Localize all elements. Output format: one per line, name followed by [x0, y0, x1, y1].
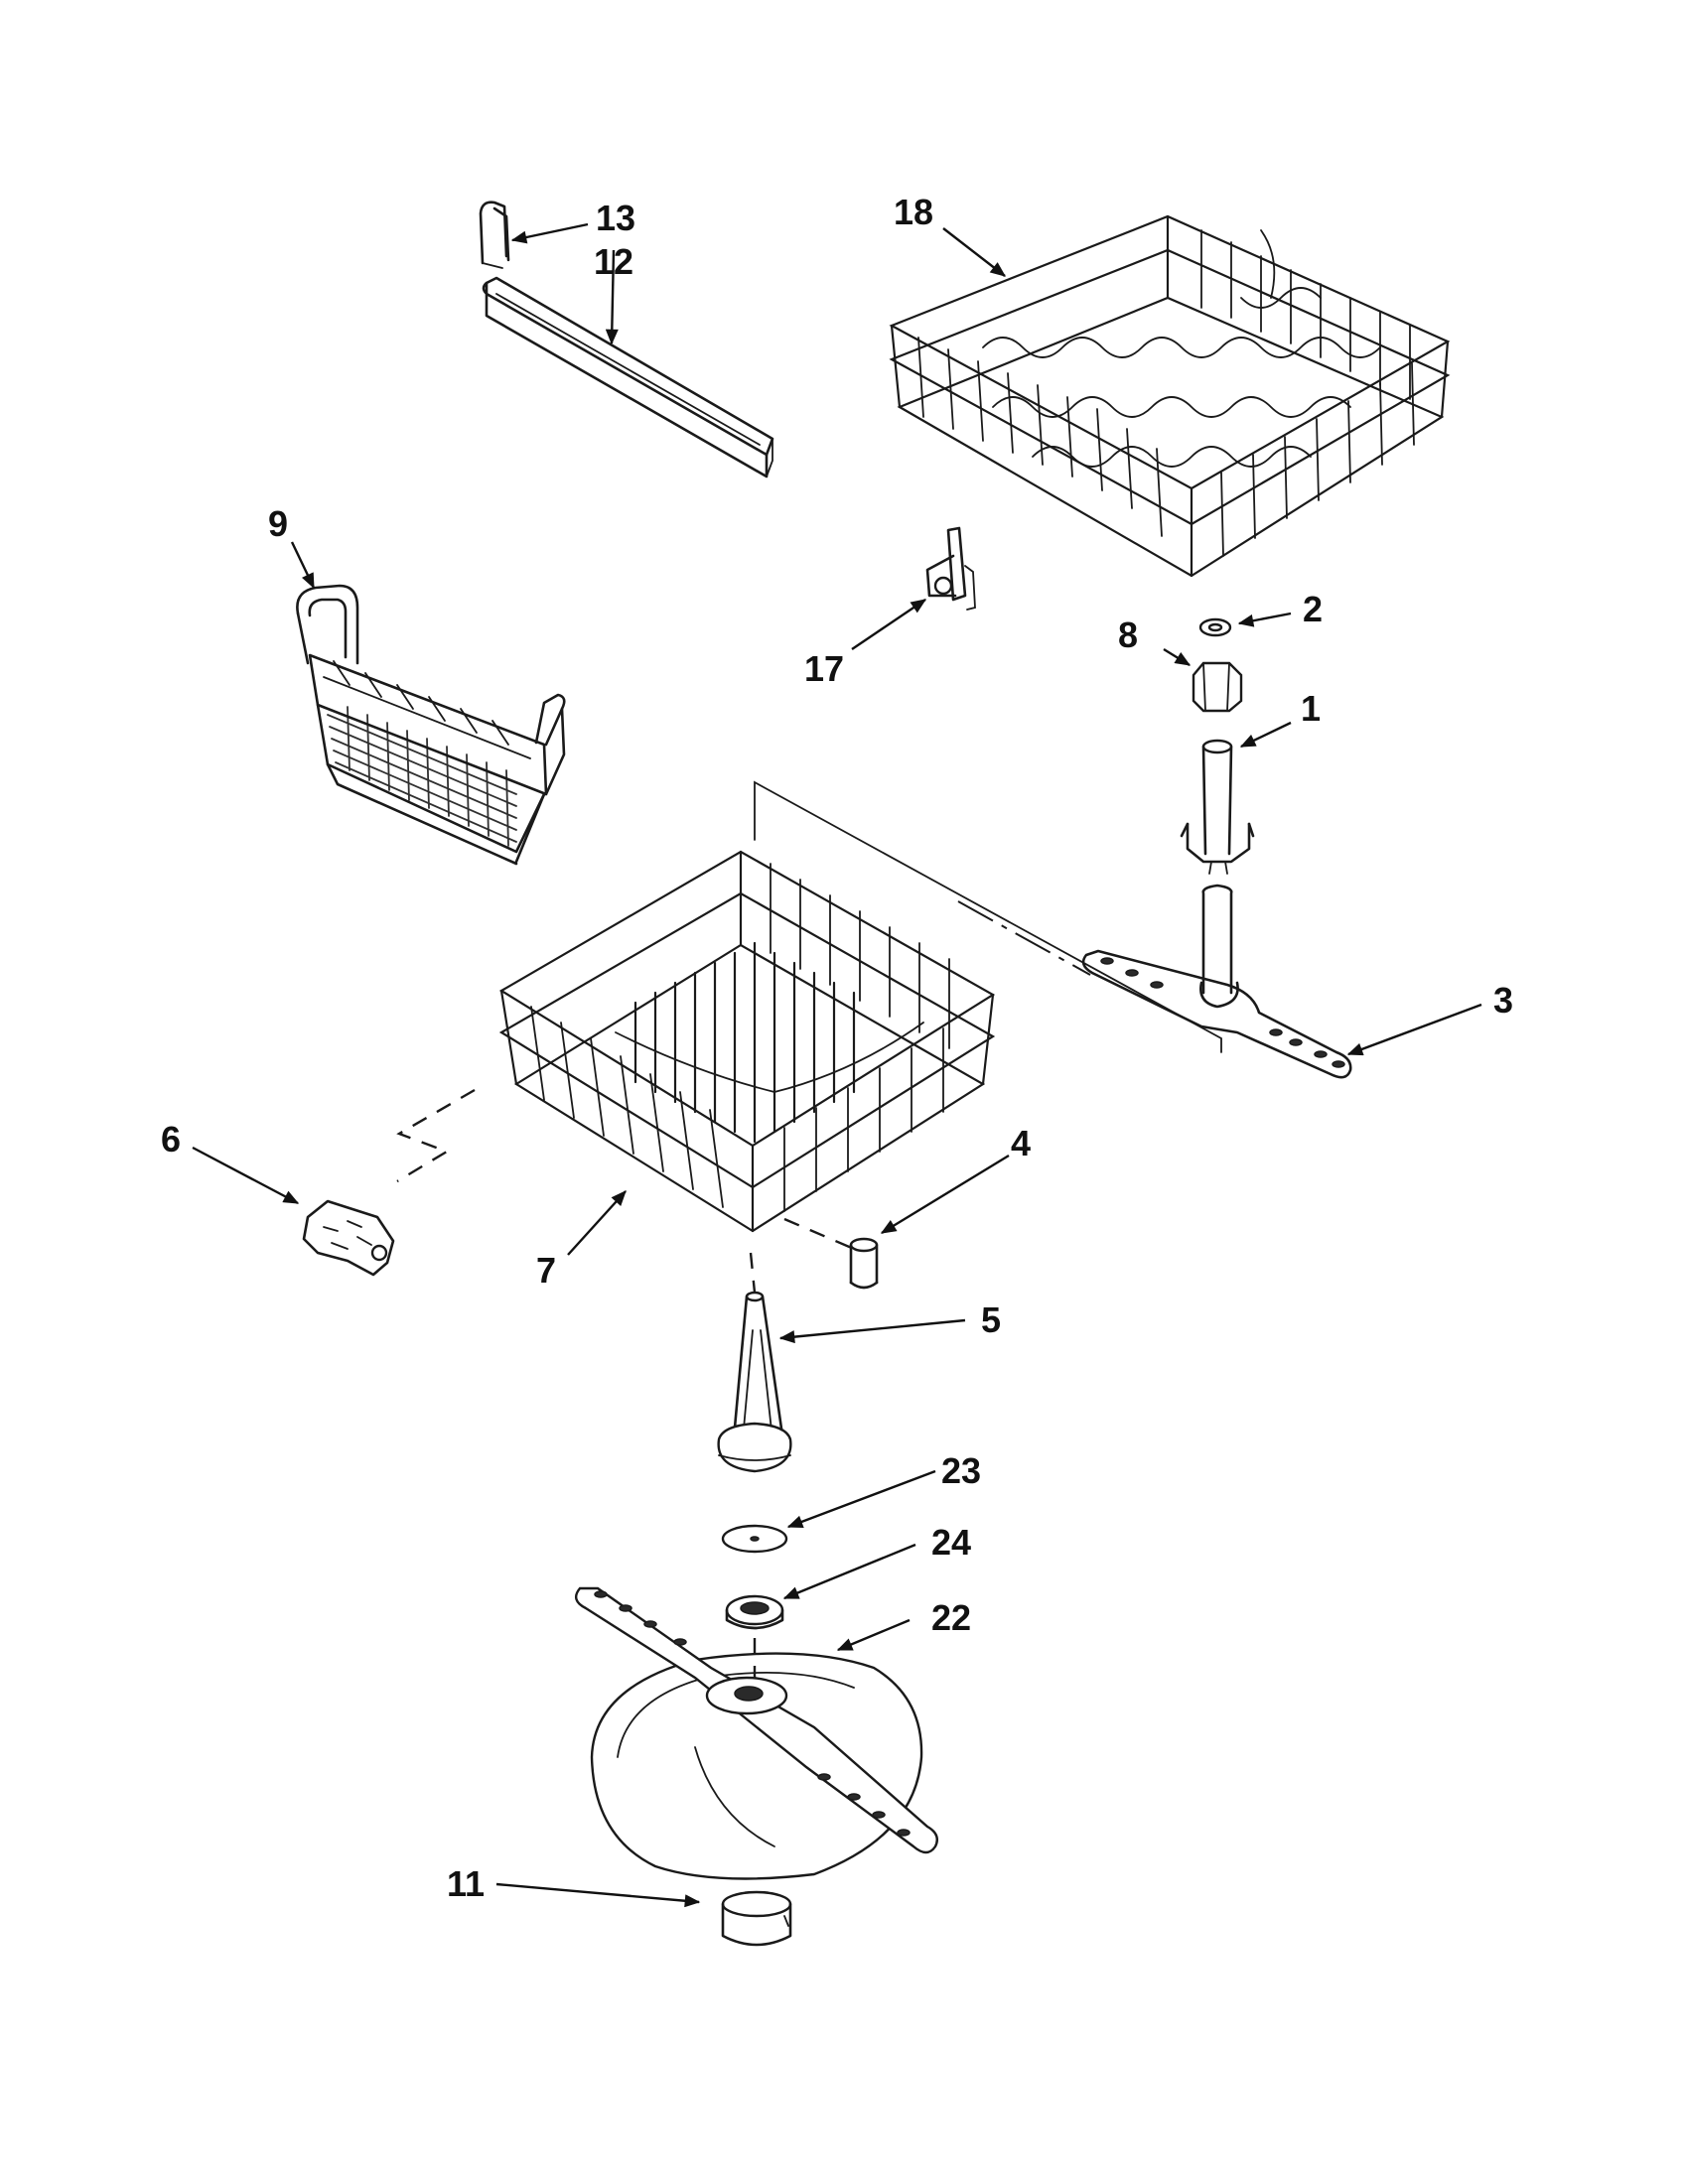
leader-arrows — [192, 222, 1482, 1908]
part-8-nut — [1192, 661, 1243, 713]
callout-1: 1 — [1301, 688, 1321, 729]
callout-18: 18 — [894, 192, 933, 232]
part-11-bearing-ring — [721, 1890, 792, 1947]
callout-11: 11 — [447, 1863, 485, 1904]
part-22-lower-spray-arm — [574, 1586, 938, 1880]
callout-4: 4 — [1011, 1123, 1031, 1163]
part-1-spray-tube — [1180, 739, 1255, 875]
part-7-lower-rack — [498, 850, 996, 1233]
callout-12: 12 — [594, 241, 633, 282]
callout-13: 13 — [596, 198, 635, 238]
callout-9: 9 — [268, 503, 288, 544]
callout-2: 2 — [1303, 589, 1323, 629]
part-13-clip — [479, 201, 510, 269]
callout-6: 6 — [161, 1119, 181, 1160]
part-6-rail-clip — [302, 1199, 395, 1277]
callout-3: 3 — [1493, 980, 1513, 1021]
callout-24: 24 — [931, 1522, 971, 1563]
callout-17: 17 — [804, 648, 844, 689]
part-18-upper-rack — [889, 214, 1451, 578]
callout-22: 22 — [931, 1597, 971, 1638]
callout-8: 8 — [1118, 614, 1138, 655]
part-2-washer — [1198, 617, 1232, 637]
part-24-seal — [725, 1594, 784, 1630]
callout-labels: 13 12 18 9 2 8 17 1 3 6 4 7 5 23 24 22 1… — [161, 192, 1513, 1904]
part-3-spray-arm-upper — [1081, 884, 1352, 1079]
part-12-rail — [482, 276, 774, 478]
callout-23: 23 — [941, 1450, 981, 1491]
assembly-lines — [396, 780, 1222, 1678]
part-23-washer — [721, 1524, 788, 1554]
part-17-bracket — [925, 526, 976, 611]
callout-7: 7 — [536, 1250, 556, 1291]
callout-5: 5 — [981, 1299, 1001, 1340]
part-5-spray-manifold — [717, 1291, 792, 1473]
part-4-roller — [849, 1237, 879, 1290]
part-9-silverware-basket — [296, 584, 566, 866]
